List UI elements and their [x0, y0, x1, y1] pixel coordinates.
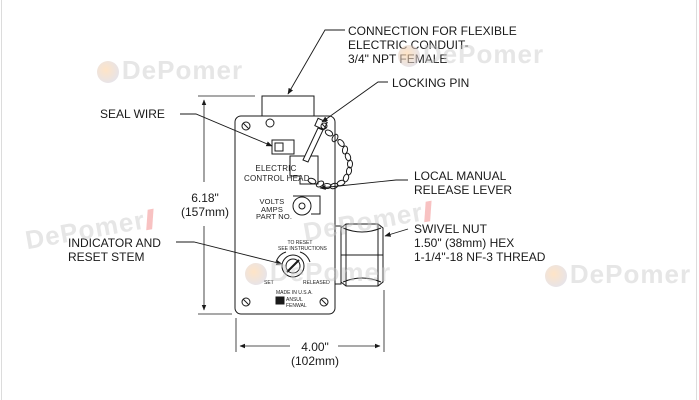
- right-border: [696, 0, 697, 400]
- maker-logo: [275, 296, 285, 305]
- reset-instructions: TO RESET SEE INSTRUCTIONS: [278, 240, 327, 252]
- leader-swivel-nut: [384, 228, 409, 237]
- seal-wire-bracket: [271, 139, 295, 155]
- screw-bottom-right: [319, 297, 329, 307]
- made-in-label: MADE IN U.S.A.: [276, 290, 313, 296]
- release-lever: [289, 155, 319, 185]
- swivel-nut: [340, 223, 384, 287]
- maker-name: ANSUL FENWAL: [286, 297, 307, 309]
- callout-conduit: CONNECTION FOR FLEXIBLE ELECTRIC CONDUIT…: [348, 24, 517, 66]
- left-border: [1, 0, 2, 400]
- callout-manual-lever: LOCAL MANUAL RELEASE LEVER: [414, 169, 513, 197]
- set-label: SET: [264, 280, 274, 286]
- indicator-dial: [281, 254, 305, 278]
- lever-pivot: [292, 196, 312, 216]
- device-title: ELECTRIC CONTROL HEAD: [244, 164, 310, 183]
- callout-swivel-nut: SWIVEL NUT 1.50" (38mm) HEX 1-1/4"-18 NF…: [414, 222, 546, 264]
- leader-seal-wire: [180, 113, 273, 147]
- device-body: [234, 115, 336, 315]
- callout-locking-pin: LOCKING PIN: [392, 76, 470, 90]
- screw-top-left: [241, 121, 251, 131]
- leader-locking-pin: [321, 81, 388, 123]
- screw-bottom-left: [241, 297, 251, 307]
- callout-indicator: INDICATOR AND RESET STEM: [68, 236, 161, 264]
- released-label: RELEASED: [303, 280, 330, 286]
- dimension-width: 4.00" (102mm): [290, 340, 339, 368]
- locking-pin: [302, 127, 324, 163]
- conduit-boss: [261, 95, 315, 116]
- nut-collar: [334, 225, 342, 285]
- part-no-label: PART NO.: [256, 212, 293, 221]
- callout-seal-wire: SEAL WIRE: [100, 107, 165, 121]
- dimension-height: 6.18" (157mm): [180, 191, 229, 219]
- leader-indicator: [176, 241, 283, 266]
- volts-amps-label: VOLTS AMPS: [259, 197, 285, 214]
- leader-conduit: [287, 29, 345, 95]
- leader-manual-lever: [319, 179, 408, 190]
